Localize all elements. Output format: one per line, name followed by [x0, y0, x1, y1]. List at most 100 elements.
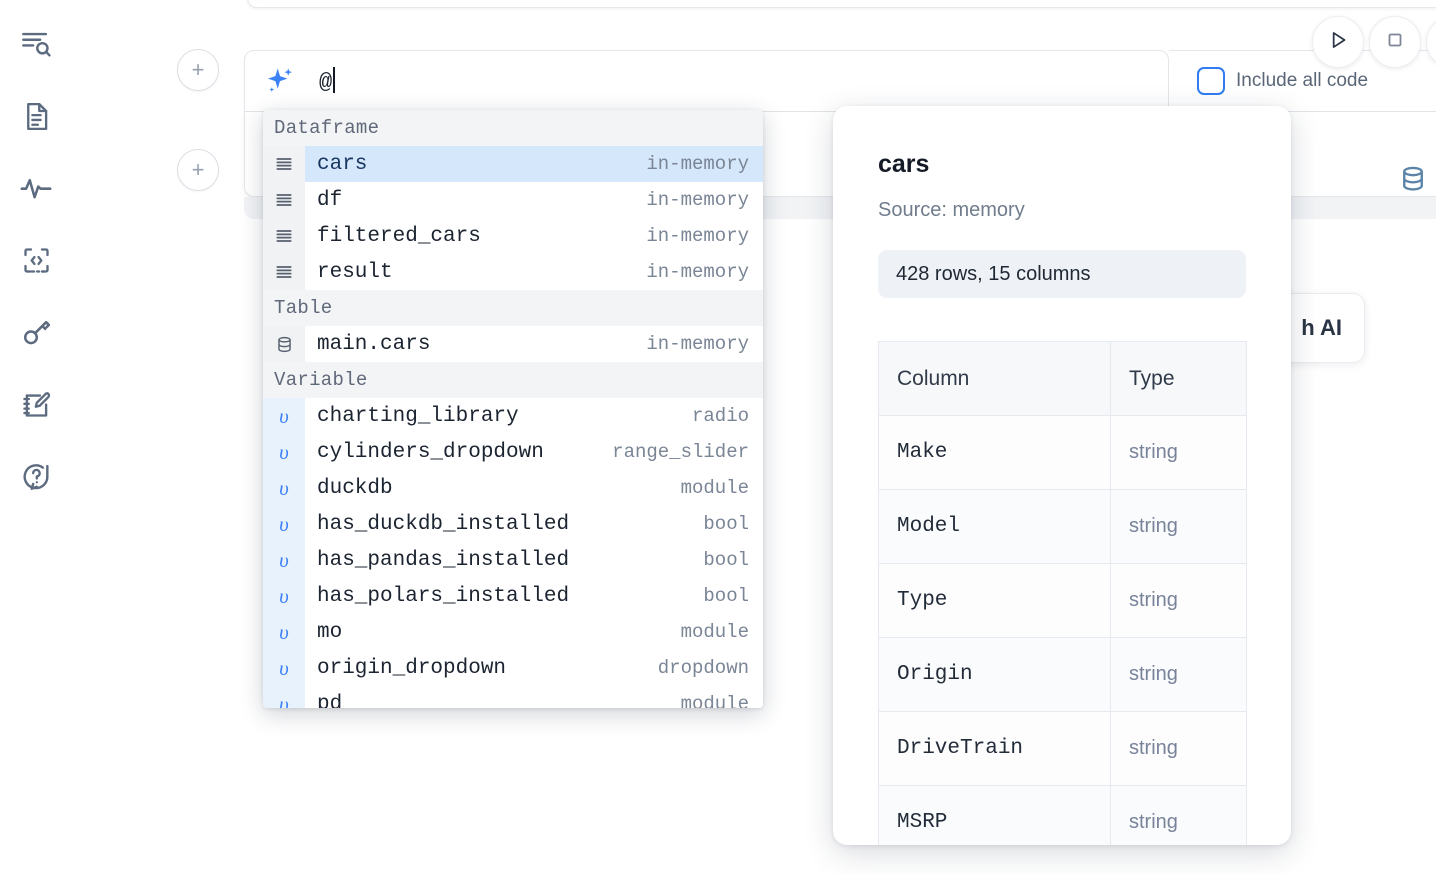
autocomplete-item-type: in-memory [646, 153, 749, 175]
notepad-icon [20, 388, 53, 421]
activity-icon [19, 171, 53, 205]
stop-icon [1383, 28, 1407, 57]
help-icon [19, 459, 53, 493]
ai-prompt-input[interactable]: @ [319, 67, 336, 95]
detail-title: cars [878, 150, 930, 178]
autocomplete-item-type: bool [703, 549, 749, 571]
key-icon [20, 316, 53, 349]
schema-column-name: Model [878, 489, 1111, 564]
sidebar-item-snippets[interactable] [13, 234, 59, 286]
variable-icon: υ [263, 686, 305, 708]
stop-button[interactable] [1369, 16, 1421, 68]
autocomplete-item-type: in-memory [646, 261, 749, 283]
variable-icon: υ [263, 578, 305, 614]
autocomplete-item-type: dropdown [657, 657, 749, 679]
sidebar-item-notebook[interactable] [13, 90, 59, 142]
autocomplete-item-name: filtered_cars [317, 224, 481, 248]
sidebar-item-help[interactable] [13, 450, 59, 502]
autocomplete-item-name: has_duckdb_installed [317, 512, 570, 536]
sidebar-item-explore[interactable] [13, 18, 59, 70]
autocomplete-item-body: cylinders_dropdown range_slider [305, 434, 763, 470]
document-icon [20, 100, 53, 133]
autocomplete-item-type: range_slider [612, 441, 749, 463]
variable-icon: υ [263, 650, 305, 686]
database-icon[interactable] [1398, 164, 1428, 199]
autocomplete-item[interactable]: υ cylinders_dropdown range_slider [263, 434, 763, 470]
variable-icon: υ [263, 470, 305, 506]
ai-prompt-bar[interactable]: @ [244, 50, 1169, 112]
generate-with-ai-label: h AI [1301, 315, 1342, 340]
autocomplete-item-type: in-memory [646, 189, 749, 211]
run-button[interactable] [1312, 16, 1364, 68]
autocomplete-item-name: cylinders_dropdown [317, 440, 544, 464]
include-all-code-label: Include all code [1236, 70, 1369, 91]
dataframe-icon [263, 218, 305, 254]
variable-icon: υ [263, 614, 305, 650]
dataframe-icon [263, 182, 305, 218]
dataframe-icon [263, 254, 305, 290]
detail-stats-badge: 428 rows, 15 columns [878, 250, 1246, 298]
plus-icon: + [191, 157, 205, 182]
autocomplete-item-type: module [680, 477, 749, 499]
schema-column-type: string [1110, 637, 1247, 712]
autocomplete-item[interactable]: result in-memory [263, 254, 763, 290]
autocomplete-group-header: Variable [263, 362, 763, 398]
text-caret [333, 67, 336, 93]
schema-column-type: string [1110, 415, 1247, 490]
column-header-type: Type [1110, 341, 1247, 416]
schema-column-name: Origin [878, 637, 1111, 712]
sidebar-item-secrets[interactable] [13, 306, 59, 358]
schema-column-type: string [1110, 489, 1247, 564]
sparkle-icon [263, 64, 297, 98]
include-all-code-row[interactable]: Include all code [1197, 67, 1368, 95]
add-cell-button-top[interactable]: + [177, 49, 219, 91]
schema-column-type: string [1110, 711, 1247, 786]
autocomplete-item-name: result [317, 260, 393, 284]
autocomplete-item-name: main.cars [317, 332, 431, 356]
play-icon [1325, 27, 1351, 58]
variable-icon: υ [263, 434, 305, 470]
column-header-column: Column [878, 341, 1111, 416]
include-all-code-checkbox[interactable] [1197, 67, 1225, 95]
schema-column-name: Type [878, 563, 1111, 638]
sidebar-item-scratchpad[interactable] [13, 378, 59, 430]
variable-icon: υ [263, 542, 305, 578]
add-cell-button-bottom[interactable]: + [177, 149, 219, 191]
autocomplete-item-name: mo [317, 620, 343, 644]
autocomplete-group-header: Dataframe [263, 110, 763, 146]
sidebar-item-activity[interactable] [13, 162, 59, 214]
autocomplete-group-header: Table [263, 290, 763, 326]
autocomplete-item-name: charting_library [317, 404, 519, 428]
schema-column-type: string [1110, 785, 1247, 845]
variable-icon: υ [263, 506, 305, 542]
